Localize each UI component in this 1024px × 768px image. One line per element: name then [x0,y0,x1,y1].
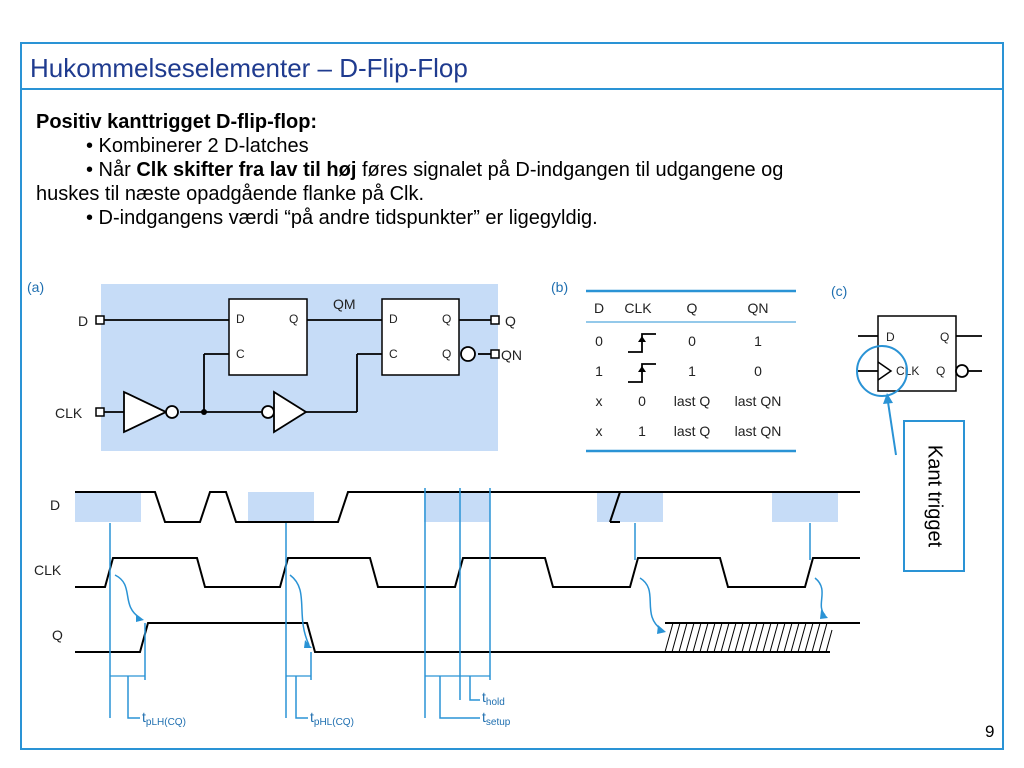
body-text: Positiv kanttrigget D-flip-flop: • Kombi… [36,110,936,230]
kant-trigget-text: Kant trigget [923,444,946,548]
d-waveform-rise [609,491,621,523]
latch-1 [228,298,308,376]
td-r3-clk: 0 [638,393,646,409]
td-r4-q: last Q [674,423,711,439]
ff-q-label: Q [940,330,949,344]
figure-a-wires [104,319,491,413]
body-heading: Positiv kanttrigget D-flip-flop: [36,111,318,133]
td-r2-q: 1 [688,363,696,379]
ff-qn-label: Q [936,364,945,378]
latch-2-q: Q [442,312,451,326]
qm-label: QM [333,296,356,312]
flipflop-symbol [877,315,957,392]
tplh-label: tpLH(CQ) [142,709,186,728]
bullet-2-post: føres signalet på D-indgangen til udgang… [356,159,784,181]
th-qn: QN [748,300,769,316]
latch-1-q: Q [289,312,298,326]
kant-trigget-callout: Kant trigget [903,420,965,572]
timing-reference-lines [109,488,811,718]
bullet-2-pre: • Når [86,159,137,181]
output-q-label: Q [505,313,516,329]
q-unknown-hatch [664,622,833,653]
figure-c-label: (c) [831,283,847,299]
clk-waveform [75,557,860,588]
page-number: 9 [985,722,995,741]
signal-d-label: D [50,497,60,513]
figure-b-label: (b) [551,279,568,295]
signal-q-label: Q [52,627,63,643]
th-clk: CLK [624,300,652,316]
label-leaders [127,676,480,719]
causal-arrowheads [136,610,828,648]
junction-dot [201,409,207,415]
latch-2-d: D [389,312,398,326]
bullet-2: • Når Clk skifter fra lav til høj føres … [36,158,936,182]
bullet-2-continuation: huskes til næste opadgående flanke på Cl… [36,183,425,205]
latch-2-c: C [389,347,398,361]
inverter-2 [273,390,308,434]
timing-waveforms [75,491,860,653]
td-r1-q: 0 [688,333,696,349]
title-bar: Hukommelseselementer – D-Flip-Flop [20,42,1004,90]
pointer-arrow-icon [883,393,893,404]
pin-d [95,315,105,325]
q-waveform [75,622,665,653]
latch-1-c: C [236,347,245,361]
td-r3-d: x [596,393,603,409]
td-r1-qn: 1 [754,333,762,349]
timing-shaded-regions [75,492,838,522]
slide-title: Hukommelseselementer – D-Flip-Flop [30,53,468,83]
pin-clk [95,407,105,417]
input-clk-label: CLK [55,405,83,421]
output-qn-label: QN [501,347,522,363]
signal-clk-label: CLK [34,562,62,578]
tphl-label: tpHL(CQ) [310,709,354,728]
td-r3-qn: last QN [735,393,782,409]
pointer-line [887,401,897,456]
tsetup-label: tsetup [482,709,511,728]
latch-1-d: D [236,312,245,326]
td-r4-qn: last QN [735,423,782,439]
figure-c-pins [858,335,982,372]
inverter-2-bubble [261,405,275,419]
td-r4-d: x [596,423,603,439]
input-d-label: D [78,313,88,329]
figure-a-label: (a) [27,279,44,295]
bullet-3: • D-indgangens værdi “på andre tidspunkt… [86,207,598,229]
causal-arrows [114,574,826,646]
td-r2-qn: 0 [754,363,762,379]
td-r3-q: last Q [674,393,711,409]
td-r1-d: 0 [595,333,603,349]
thold-label: thold [482,689,505,708]
bullet-1: • Kombinerer 2 D-latches [86,135,309,157]
pin-q [490,315,500,325]
clock-triangle-icon [877,361,893,381]
pin-qn [490,349,500,359]
inverter-1 [123,390,169,434]
th-q: Q [687,300,698,316]
td-r4-clk: 1 [638,423,646,439]
ff-qn-bubble [955,364,969,378]
arrow-up-icon [638,336,646,342]
rising-edge-icon [628,333,656,353]
latch-2-qn: Q [442,347,451,361]
th-d: D [594,300,604,316]
bullet-2-bold: Clk skifter fra lav til høj [136,159,357,181]
ff-d-label: D [886,330,895,344]
inverter-1-bubble [165,405,179,419]
d-waveform [75,491,860,523]
qn-bubble [460,346,476,362]
td-r2-d: 1 [595,363,603,379]
edge-highlight-circle [856,345,908,397]
latch-2 [381,298,460,376]
rising-edge-icon [628,363,656,383]
arrow-up-icon [638,366,646,372]
